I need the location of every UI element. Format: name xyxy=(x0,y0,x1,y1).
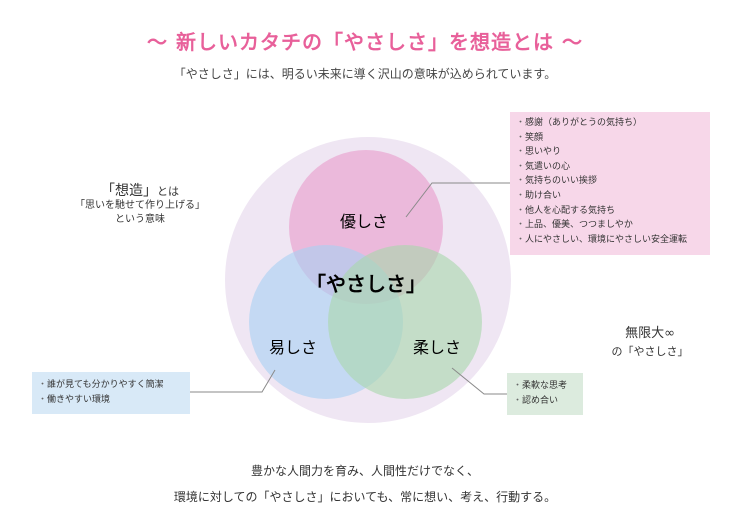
page-title: 〜 新しいカタチの「やさしさ」を想造とは 〜 xyxy=(147,30,583,54)
infinity-sublabel: の「やさしさ」 xyxy=(611,345,689,358)
ease-label: 易しさ xyxy=(269,338,317,357)
ease-traits-box: 誰が見ても分かりやすく簡潔働きやすい環境 xyxy=(32,372,190,414)
sozo-meaning: 「思いを馳せて作り上げる」 xyxy=(75,200,205,211)
sozo-term: 「想造」 xyxy=(101,183,157,199)
kindness-trait-item: 上品、優美、つつましやか xyxy=(516,218,704,233)
gentle-trait-item: 柔軟な思考 xyxy=(513,379,577,394)
kindness-traits-box: 感謝（ありがとうの気持ち）笑顔思いやり気遣いの心気持ちのいい挨拶助け合い他人を心… xyxy=(510,112,710,255)
gentle-trait-item: 認め合い xyxy=(513,394,577,409)
sozo-definition: 「想造」とは 「思いを馳せて作り上げる」 という意味 xyxy=(50,184,230,227)
kindness-label: 優しさ xyxy=(340,212,388,231)
kindness-trait-item: 気持ちのいい挨拶 xyxy=(516,174,704,189)
kindness-trait-item: 気遣いの心 xyxy=(516,160,704,175)
gentle-traits-list: 柔軟な思考認め合い xyxy=(513,379,577,408)
infinite-kindness-note: 無限大∞ の「やさしさ」 xyxy=(600,325,700,361)
gentle-label: 柔しさ xyxy=(413,338,461,357)
kindness-trait-item: 思いやり xyxy=(516,145,704,160)
kindness-trait-item: 感謝（ありがとうの気持ち） xyxy=(516,116,704,131)
kindness-connector xyxy=(405,182,510,218)
kindness-traits-list: 感謝（ありがとうの気持ち）笑顔思いやり気遣いの心気持ちのいい挨拶助け合い他人を心… xyxy=(516,116,704,247)
center-label: 「やさしさ」 xyxy=(306,272,426,296)
ease-trait-item: 働きやすい環境 xyxy=(38,393,184,408)
footer-line-1: 豊かな人間力を育み、人間性だけでなく、 xyxy=(250,464,479,478)
footer-line-2: 環境に対しての「やさしさ」においても、常に想い、考え、行動する。 xyxy=(173,490,557,504)
gentle-circle xyxy=(328,245,482,399)
kindness-trait-item: 助け合い xyxy=(516,189,704,204)
kindness-trait-item: 笑顔 xyxy=(516,131,704,146)
ease-traits-list: 誰が見ても分かりやすく簡潔働きやすい環境 xyxy=(38,378,184,407)
infinity-label: 無限大∞ xyxy=(625,326,675,341)
sozo-term-suffix: とは xyxy=(157,185,179,198)
ease-trait-item: 誰が見ても分かりやすく簡潔 xyxy=(38,378,184,393)
ease-connector xyxy=(190,369,276,393)
kindness-trait-item: 他人を心配する気持ち xyxy=(516,204,704,219)
page-subtitle: 「やさしさ」には、明るい未来に導く沢山の意味が込められています。 xyxy=(173,67,557,81)
sozo-meaning-suffix: という意味 xyxy=(115,214,165,225)
kindness-trait-item: 人にやさしい、環境にやさしい安全運転 xyxy=(516,233,704,248)
gentle-traits-box: 柔軟な思考認め合い xyxy=(507,373,583,415)
gentle-connector xyxy=(451,367,507,395)
